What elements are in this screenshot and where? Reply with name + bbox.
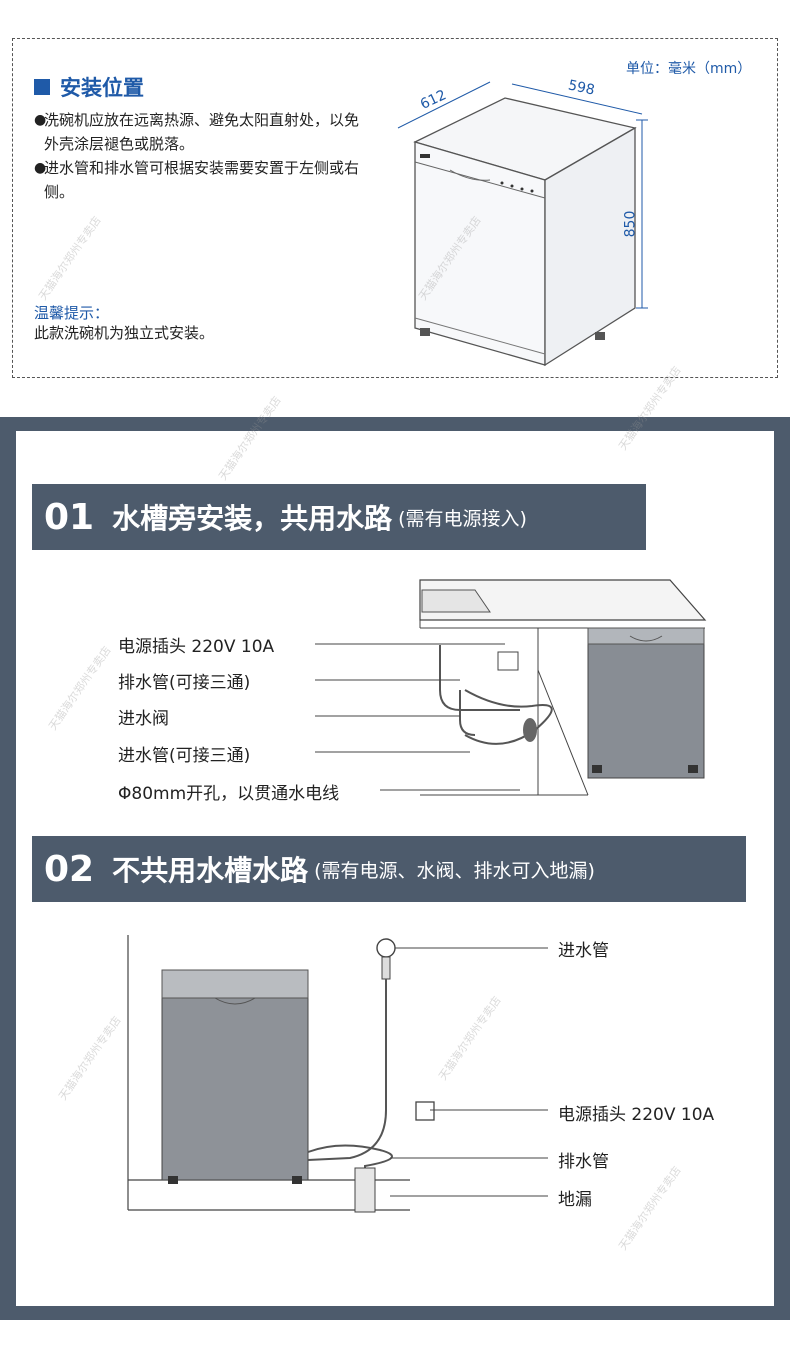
label-hole: Φ80mm开孔，以贯通水电线 [118, 784, 340, 804]
install-position-title: 安装位置 [34, 72, 144, 102]
label-power-plug-2: 电源插头 220V 10A [558, 1105, 715, 1125]
tip-text: 此款洗碗机为独立式安装。 [34, 324, 215, 342]
sink-side-install-illustration [419, 579, 707, 796]
section1-header: 01 水槽旁安装，共用水路 (需有电源接入) [32, 484, 646, 550]
tip-title: 温馨提示： [34, 304, 110, 322]
install-position-panel [12, 38, 778, 378]
unit-label: 单位：毫米（mm） [626, 61, 752, 77]
label-inlet-valve: 进水阀 [118, 709, 169, 729]
dishwasher-dimension-drawing [397, 81, 648, 367]
section2-header: 02 不共用水槽水路 (需有电源、水阀、排水可入地漏) [32, 836, 746, 902]
section1-leader-lines [315, 643, 520, 791]
square-bullet-icon [34, 79, 50, 95]
separate-water-install-illustration [127, 935, 435, 1213]
label-power-plug: 电源插头 220V 10A [118, 637, 275, 657]
bullet-dot-icon: ● [34, 112, 47, 128]
label-floor-drain: 地漏 [558, 1190, 592, 1210]
bullet-item-1: ● 洗碗机应放在远离热源、避免太阳直射处，以免外壳涂层褪色或脱落。 [34, 108, 364, 156]
bullet-dot-icon: ● [34, 160, 47, 176]
section2-leader-lines [390, 947, 548, 1197]
height-dimension: 850 [622, 210, 639, 238]
bullet-item-2: ● 进水管和排水管可根据安装需要安置于左侧或右侧。 [34, 156, 364, 204]
label-drain-pipe: 排水管(可接三通) [118, 673, 251, 693]
label-inlet-pipe: 进水管(可接三通) [118, 746, 251, 766]
label-inlet-pipe-2: 进水管 [558, 941, 609, 961]
label-drain-pipe-2: 排水管 [558, 1152, 609, 1172]
